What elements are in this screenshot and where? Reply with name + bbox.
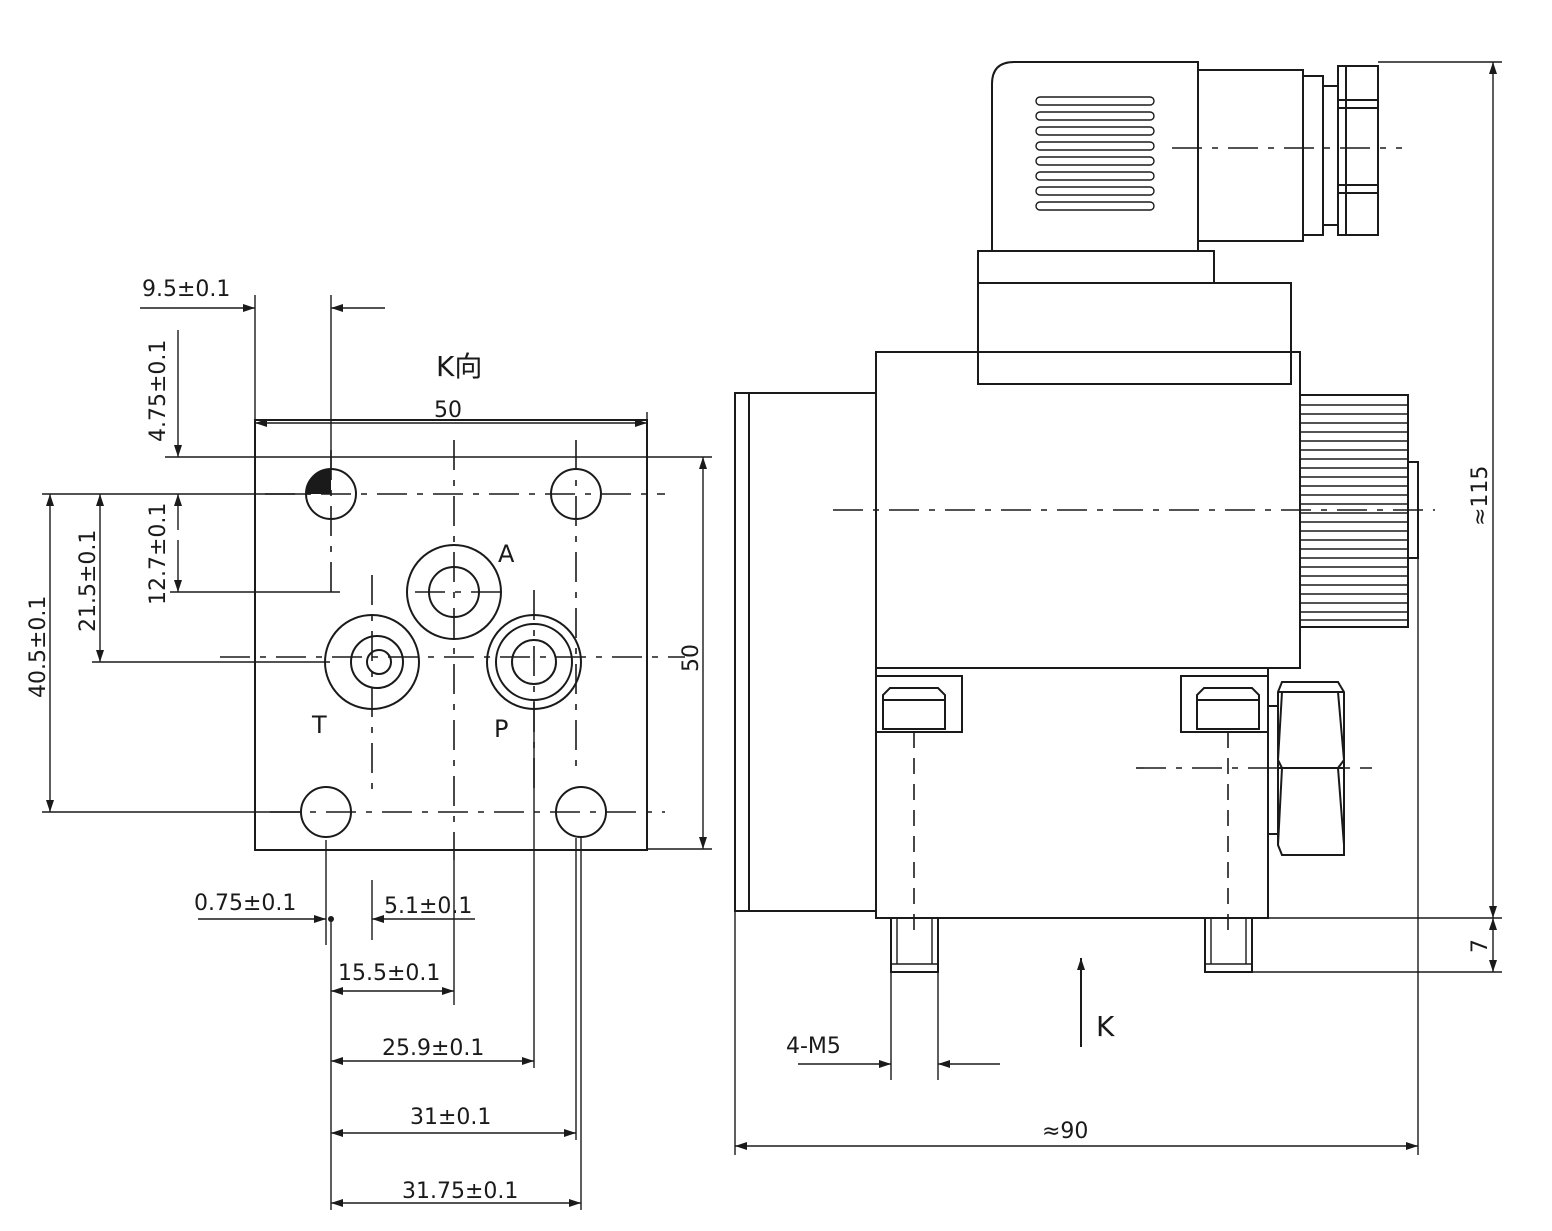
dim-12-7: 12.7±0.1 bbox=[146, 503, 171, 605]
dim-40-5: 40.5±0.1 bbox=[26, 596, 51, 698]
dim-31-75: 31.75±0.1 bbox=[402, 1179, 518, 1204]
cable-gland bbox=[1198, 69, 1304, 242]
knurl-pattern bbox=[1300, 404, 1408, 621]
bolt-head-left bbox=[882, 687, 946, 730]
connector-base bbox=[977, 250, 1215, 284]
dim-0-75: 0.75±0.1 bbox=[194, 891, 296, 916]
connector-block bbox=[977, 282, 1292, 385]
knurled-nut bbox=[1299, 394, 1409, 628]
valve-body bbox=[875, 667, 1269, 919]
dim-9-5: 9.5±0.1 bbox=[142, 277, 230, 302]
k-arrow-label: K bbox=[1096, 1010, 1115, 1043]
bolt-pocket-left bbox=[876, 675, 963, 733]
dim-4-75: 4.75±0.1 bbox=[146, 340, 171, 442]
port-p-label: P bbox=[494, 715, 508, 743]
coil-end bbox=[749, 392, 876, 912]
k-view-label: K向 bbox=[436, 350, 482, 383]
stud-right bbox=[1204, 917, 1253, 973]
dim-4-m5: 4-M5 bbox=[786, 1034, 841, 1059]
stud-thread bbox=[891, 918, 938, 965]
dim-50-top: 50 bbox=[434, 398, 462, 423]
dim-31: 31±0.1 bbox=[410, 1105, 491, 1130]
dim-21-5: 21.5±0.1 bbox=[76, 530, 101, 632]
plug-connector bbox=[991, 61, 1199, 252]
dim-25-9: 25.9±0.1 bbox=[382, 1036, 484, 1061]
gland-nut bbox=[1337, 65, 1379, 236]
port-p-inner bbox=[511, 639, 557, 685]
stud-thread bbox=[1205, 918, 1252, 965]
dim-90: ≈90 bbox=[1042, 1119, 1088, 1144]
port-t-inner bbox=[366, 649, 392, 675]
dim-115: ≈115 bbox=[1468, 466, 1493, 526]
mounting-plate bbox=[254, 419, 648, 851]
port-a-label: A bbox=[498, 540, 515, 568]
plug-grip-lines bbox=[1035, 96, 1155, 211]
dim-50-right: 50 bbox=[679, 644, 704, 672]
dim-dot bbox=[328, 916, 334, 922]
side-view: ≈115 7 K 4-M5 ≈90 bbox=[734, 61, 1502, 1155]
hex-plug-collar bbox=[1267, 705, 1279, 835]
cable-gland-step bbox=[1303, 75, 1339, 236]
nut-cap bbox=[1407, 461, 1419, 559]
end-cap bbox=[734, 392, 750, 912]
dim-5-1: 5.1±0.1 bbox=[384, 894, 472, 919]
port-t-mid bbox=[350, 635, 404, 689]
k-view: 9.5±0.1 4.75±0.1 12.7±0.1 K向 50 50 21.5±… bbox=[26, 277, 712, 1210]
bolt-pocket-right bbox=[1180, 675, 1269, 733]
locating-pin-mark bbox=[306, 469, 331, 494]
stud-left bbox=[890, 917, 939, 973]
bolt-head-right bbox=[1196, 687, 1260, 730]
dim-15-5: 15.5±0.1 bbox=[338, 961, 440, 986]
port-a-outer bbox=[406, 544, 502, 640]
port-t-label: T bbox=[311, 711, 327, 739]
dim-7: 7 bbox=[1468, 939, 1493, 953]
